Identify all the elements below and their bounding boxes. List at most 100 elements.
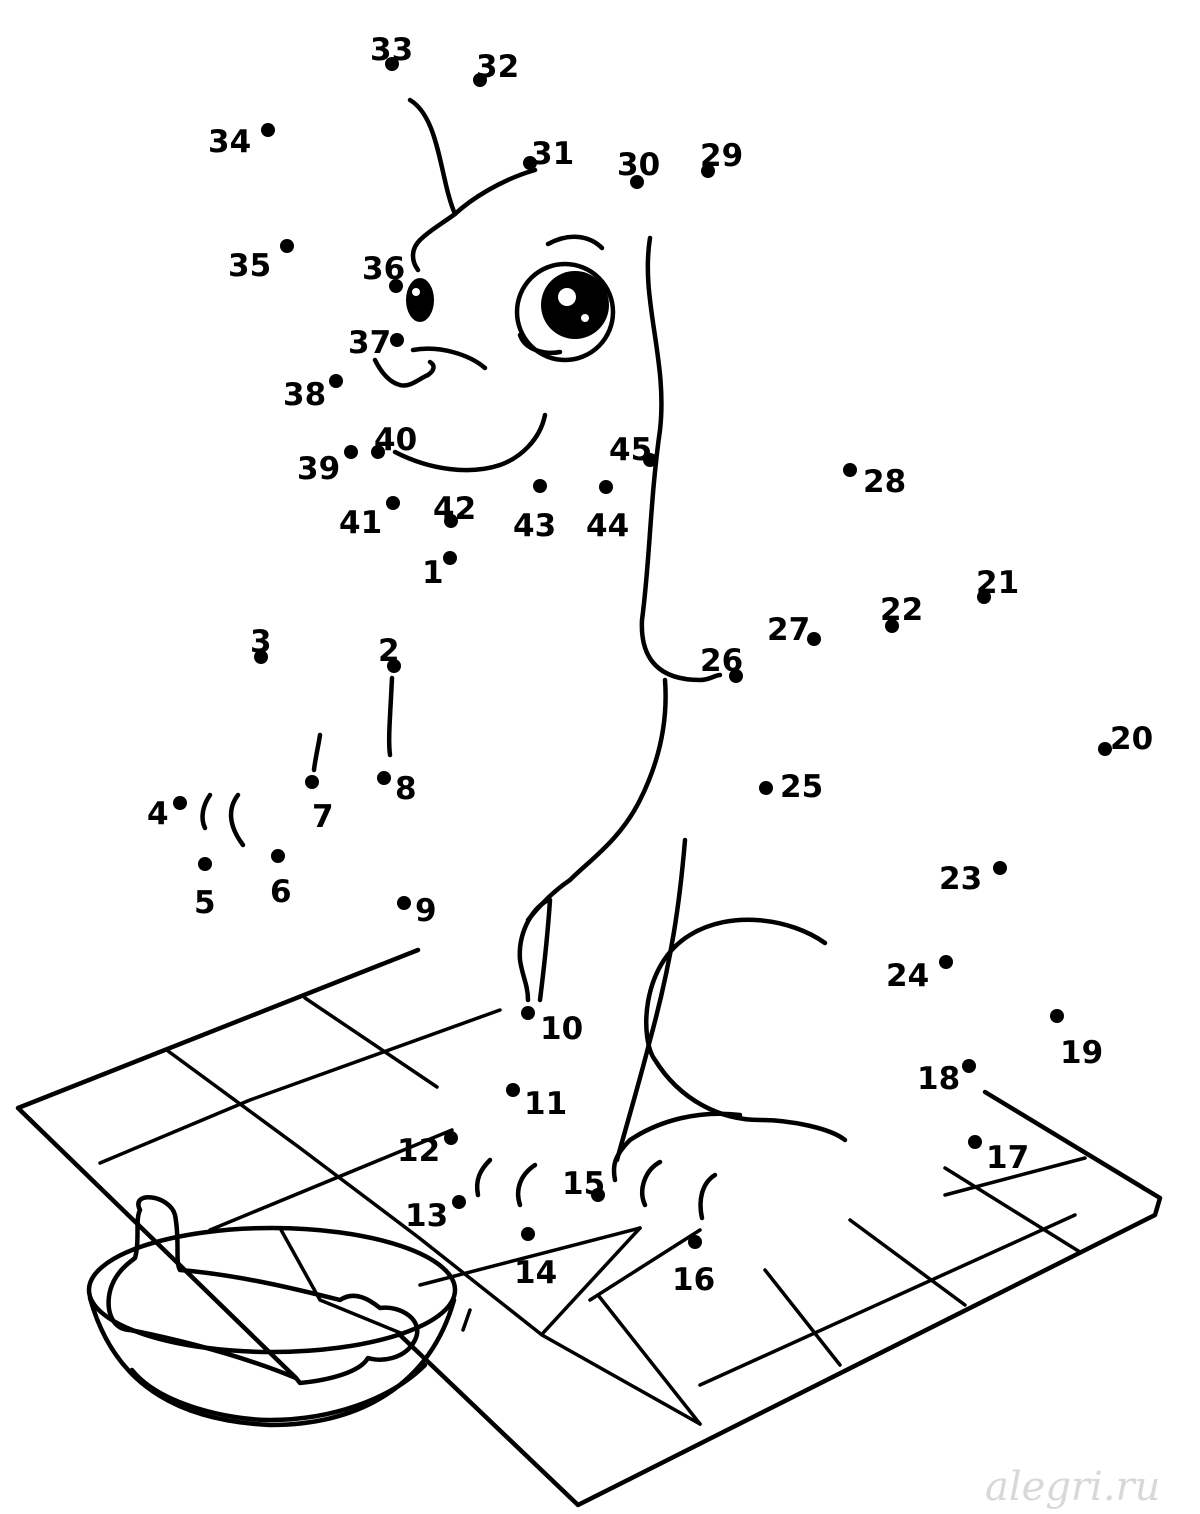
dot-marker xyxy=(254,650,268,664)
dot-marker xyxy=(729,669,743,683)
dot-number: 23 xyxy=(939,861,982,897)
dot-37: 37 xyxy=(348,325,404,361)
dot-number: 13 xyxy=(405,1198,448,1234)
dot-10: 10 xyxy=(521,1006,583,1047)
dot-23: 23 xyxy=(939,861,1007,897)
dot-20: 20 xyxy=(1098,721,1153,757)
dot-number: 7 xyxy=(312,799,334,835)
dot-number: 40 xyxy=(374,422,417,458)
dot-39: 39 xyxy=(297,445,358,487)
dot-marker xyxy=(271,849,285,863)
dot-marker xyxy=(443,551,457,565)
dot-41: 41 xyxy=(339,496,400,541)
dot-7: 7 xyxy=(305,775,334,835)
dot-number: 19 xyxy=(1060,1035,1103,1071)
dot-marker xyxy=(807,632,821,646)
dot-number: 26 xyxy=(700,643,743,679)
dot-marker xyxy=(397,896,411,910)
dot-number: 16 xyxy=(672,1262,715,1298)
dot-31: 31 xyxy=(523,136,574,172)
dot-number: 22 xyxy=(880,592,923,628)
checkered-rug xyxy=(15,947,1163,1508)
dot-number: 28 xyxy=(863,464,906,500)
dot-30: 30 xyxy=(617,147,660,189)
dot-marker xyxy=(452,1195,466,1209)
dot-29: 29 xyxy=(700,138,743,178)
dot-1: 1 xyxy=(422,551,457,591)
dot-22: 22 xyxy=(880,592,923,633)
dot-number: 25 xyxy=(780,769,823,805)
dot-number: 27 xyxy=(767,612,810,648)
dot-number: 17 xyxy=(986,1140,1029,1176)
dot-marker xyxy=(329,374,343,388)
dot-number: 14 xyxy=(514,1255,557,1291)
dot-number: 36 xyxy=(362,251,405,287)
dot-number: 43 xyxy=(513,508,556,544)
dot-marker xyxy=(843,463,857,477)
dot-marker xyxy=(261,123,275,137)
dot-number: 3 xyxy=(250,624,272,660)
dot-marker xyxy=(444,1131,458,1145)
dot-number: 15 xyxy=(562,1166,605,1202)
dot-21: 21 xyxy=(976,565,1019,604)
animal-outline xyxy=(200,97,848,1221)
dot-marker xyxy=(591,1188,605,1202)
dot-marker xyxy=(386,496,400,510)
dot-number: 9 xyxy=(415,893,437,929)
watermark: alegri.ru xyxy=(985,1464,1160,1510)
dot-marker xyxy=(377,771,391,785)
dot-number: 39 xyxy=(297,451,340,487)
dot-9: 9 xyxy=(397,893,437,929)
dot-marker xyxy=(444,514,458,528)
dot-marker xyxy=(688,1235,702,1249)
dot-16: 16 xyxy=(672,1235,715,1298)
dot-marker xyxy=(533,479,547,493)
dot-marker xyxy=(630,175,644,189)
dot-marker xyxy=(1050,1009,1064,1023)
dot-marker xyxy=(759,781,773,795)
dot-24: 24 xyxy=(886,955,953,994)
dot-28: 28 xyxy=(843,463,906,500)
dot-34: 34 xyxy=(208,123,275,160)
dot-marker xyxy=(344,445,358,459)
dot-number: 31 xyxy=(531,136,574,172)
dot-number: 38 xyxy=(283,377,326,413)
dot-35: 35 xyxy=(228,239,294,284)
dot-2: 2 xyxy=(378,633,401,673)
dot-25: 25 xyxy=(759,769,823,805)
dot-number: 34 xyxy=(208,124,251,160)
dot-number: 12 xyxy=(397,1133,440,1169)
dot-12: 12 xyxy=(397,1131,458,1169)
dot-number: 5 xyxy=(194,885,216,921)
dot-33: 33 xyxy=(370,32,413,71)
dot-marker xyxy=(701,164,715,178)
dot-number: 29 xyxy=(700,138,743,174)
dot-marker xyxy=(939,955,953,969)
dot-number: 33 xyxy=(370,32,413,68)
dot-marker xyxy=(643,453,657,467)
dot-8: 8 xyxy=(377,771,417,807)
dot-marker xyxy=(885,619,899,633)
dot-number: 6 xyxy=(270,874,292,910)
dot-number: 32 xyxy=(476,49,519,85)
dot-number: 30 xyxy=(617,147,660,183)
dot-marker xyxy=(371,445,385,459)
dot-marker xyxy=(305,775,319,789)
dot-number: 4 xyxy=(147,796,169,832)
dot-number: 37 xyxy=(348,325,391,361)
dot-marker xyxy=(962,1059,976,1073)
dot-45: 45 xyxy=(609,432,657,468)
dot-number: 11 xyxy=(524,1086,567,1122)
dot-number: 18 xyxy=(917,1061,960,1097)
dot-marker xyxy=(387,659,401,673)
dot-number: 8 xyxy=(395,771,417,807)
dot-14: 14 xyxy=(514,1227,557,1291)
dot-marker xyxy=(977,590,991,604)
dot-number: 24 xyxy=(886,958,929,994)
dot-marker xyxy=(198,857,212,871)
dot-marker xyxy=(385,57,399,71)
dot-13: 13 xyxy=(405,1195,466,1234)
bowl-with-bone xyxy=(86,1195,458,1428)
dot-marker xyxy=(993,861,1007,875)
